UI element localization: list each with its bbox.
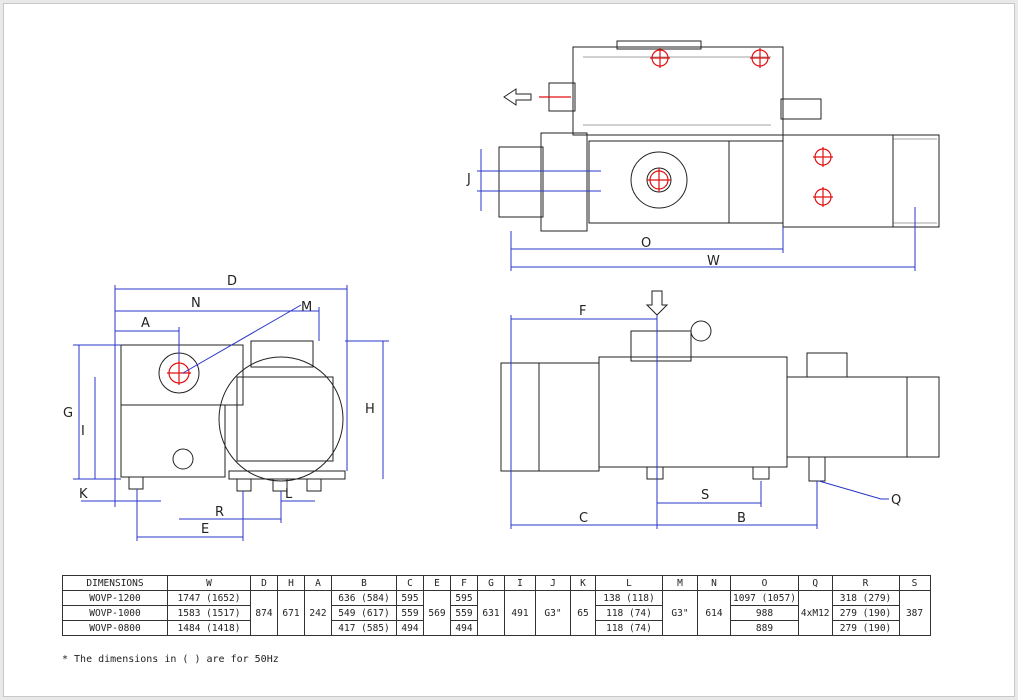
cell-O: 988 — [730, 605, 799, 621]
header-M: M — [662, 575, 698, 591]
label-L: L — [285, 487, 293, 502]
header-E: E — [423, 575, 451, 591]
cell-R: 318 (279) — [831, 590, 900, 606]
cell-L: 118 (74) — [595, 605, 663, 621]
cell-O: 1097 (1057) — [730, 590, 799, 606]
cell-L: 138 (118) — [595, 590, 663, 606]
cell-Q: 4xM12 — [797, 590, 833, 636]
side-view — [73, 285, 389, 541]
label-W: W — [707, 254, 720, 269]
header-dimensions: DIMENSIONS — [62, 575, 168, 591]
header-A: A — [304, 575, 332, 591]
label-C: C — [579, 511, 588, 526]
cell-M: G3" — [662, 590, 698, 636]
label-K: K — [79, 487, 88, 502]
label-M: M — [301, 300, 312, 315]
header-Q: Q — [797, 575, 833, 591]
header-J: J — [535, 575, 571, 591]
label-B: B — [737, 511, 746, 526]
cell-K: 65 — [570, 590, 596, 636]
drawing-sheet: D N M A G I H K R L E J O W F S Q C B DI… — [3, 3, 1015, 697]
cell-J: G3" — [535, 590, 571, 636]
cell-C: 595 — [396, 590, 424, 606]
label-N: N — [191, 296, 201, 311]
cell-B: 636 (584) — [331, 590, 397, 606]
cell-L: 118 (74) — [595, 620, 663, 636]
cell-W: 1484 (1418) — [167, 620, 251, 636]
cell-F: 494 — [450, 620, 478, 636]
label-I: I — [81, 424, 85, 439]
header-I: I — [504, 575, 536, 591]
header-N: N — [697, 575, 731, 591]
cell-A: 242 — [304, 590, 332, 636]
cell-C: 494 — [396, 620, 424, 636]
cell-C: 559 — [396, 605, 424, 621]
header-D: D — [250, 575, 278, 591]
label-E: E — [201, 522, 209, 537]
cell-B: 549 (617) — [331, 605, 397, 621]
cell-F: 595 — [450, 590, 478, 606]
cell-G: 631 — [477, 590, 505, 636]
label-G: G — [63, 406, 73, 421]
cell-W: 1747 (1652) — [167, 590, 251, 606]
header-R: R — [831, 575, 900, 591]
label-J: J — [466, 172, 471, 187]
header-C: C — [396, 575, 424, 591]
header-K: K — [570, 575, 596, 591]
dimensions-table: DIMENSIONS W D H A B C E F G I J K L M N… — [62, 575, 931, 636]
cell-N: 614 — [697, 590, 731, 636]
label-O: O — [641, 236, 651, 251]
cell-I: 491 — [504, 590, 536, 636]
front-view — [500, 290, 940, 529]
label-F: F — [579, 304, 586, 319]
header-G: G — [477, 575, 505, 591]
label-S: S — [701, 488, 709, 503]
header-H: H — [277, 575, 305, 591]
cell-E: 569 — [423, 590, 451, 636]
label-D: D — [227, 274, 237, 289]
table-header-row: DIMENSIONS W D H A B C E F G I J K L M N… — [62, 575, 931, 591]
cell-R: 279 (190) — [831, 605, 900, 621]
cell-S: 387 — [898, 590, 931, 636]
technical-drawing: D N M A G I H K R L E J O W F S Q C B — [63, 40, 940, 541]
header-O: O — [730, 575, 799, 591]
header-W: W — [167, 575, 251, 591]
table-row: WOVP-1200 1747 (1652) 874 671 242 636 (5… — [62, 590, 931, 636]
cell-F: 559 — [450, 605, 478, 621]
dimension-labels: D N M A G I H K R L E J O W F S Q C B — [63, 172, 901, 537]
header-S: S — [898, 575, 931, 591]
cell-O: 889 — [730, 620, 799, 636]
header-F: F — [450, 575, 478, 591]
label-Q: Q — [891, 493, 901, 508]
header-B: B — [331, 575, 397, 591]
cell-model: WOVP-1000 — [62, 605, 168, 621]
cell-B: 417 (585) — [331, 620, 397, 636]
cell-R: 279 (190) — [831, 620, 900, 636]
cell-D: 874 — [250, 590, 278, 636]
cell-W: 1583 (1517) — [167, 605, 251, 621]
table-row: WOVP-0800 1484 (1418) 417 (585) 494 494 … — [62, 620, 931, 636]
label-A: A — [141, 316, 150, 331]
cell-H: 671 — [277, 590, 305, 636]
cell-model: WOVP-1200 — [62, 590, 168, 606]
label-R: R — [215, 505, 224, 520]
header-L: L — [595, 575, 663, 591]
label-H: H — [365, 402, 375, 417]
top-view — [477, 40, 940, 271]
cell-model: WOVP-0800 — [62, 620, 168, 636]
footnote: * The dimensions in ( ) are for 50Hz — [62, 654, 279, 665]
